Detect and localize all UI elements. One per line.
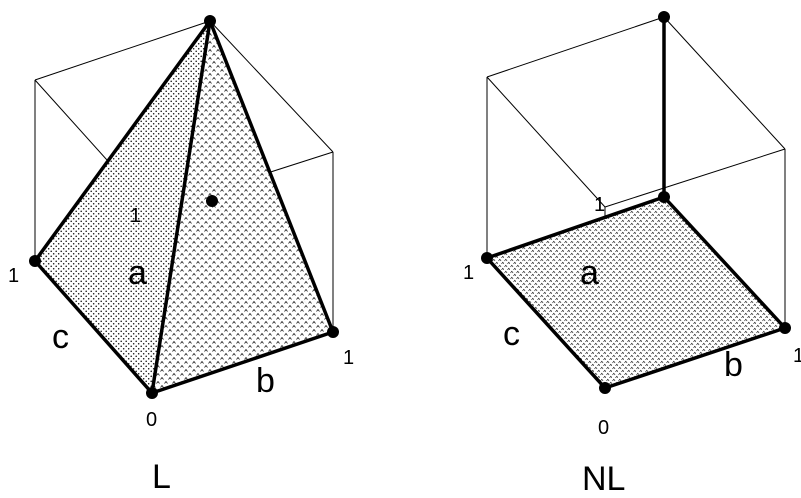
edge-label-c: c	[52, 318, 69, 356]
figure-caption: L	[152, 458, 171, 496]
vertices-right	[481, 11, 791, 394]
vertex-label-c-end: 1	[463, 262, 474, 284]
edge-label-b: b	[256, 362, 275, 400]
vertex-label-c-end: 1	[8, 265, 19, 287]
vertices-left	[29, 15, 339, 399]
vertex-label-b-end: 1	[343, 347, 354, 369]
vertex-label-origin: 0	[146, 409, 157, 431]
edge-label-a: a	[580, 254, 599, 292]
edge-label-a: a	[128, 254, 147, 292]
square-face	[487, 197, 785, 388]
pyramid-edges	[33, 19, 335, 395]
figure-caption: NL	[582, 460, 625, 498]
vertex-label-origin: 0	[598, 417, 609, 439]
vertex-label-b-end: 1	[793, 345, 801, 367]
vertex-label-a-end: 1	[594, 194, 605, 216]
figure-l: 0 1 1 1 a b c L	[8, 15, 354, 496]
edge-label-b: b	[724, 346, 743, 384]
vertex-label-a-end: 1	[130, 205, 141, 227]
figure-nl: 0 1 1 1 a b c NL	[463, 11, 801, 498]
edge-label-c: c	[503, 315, 520, 353]
